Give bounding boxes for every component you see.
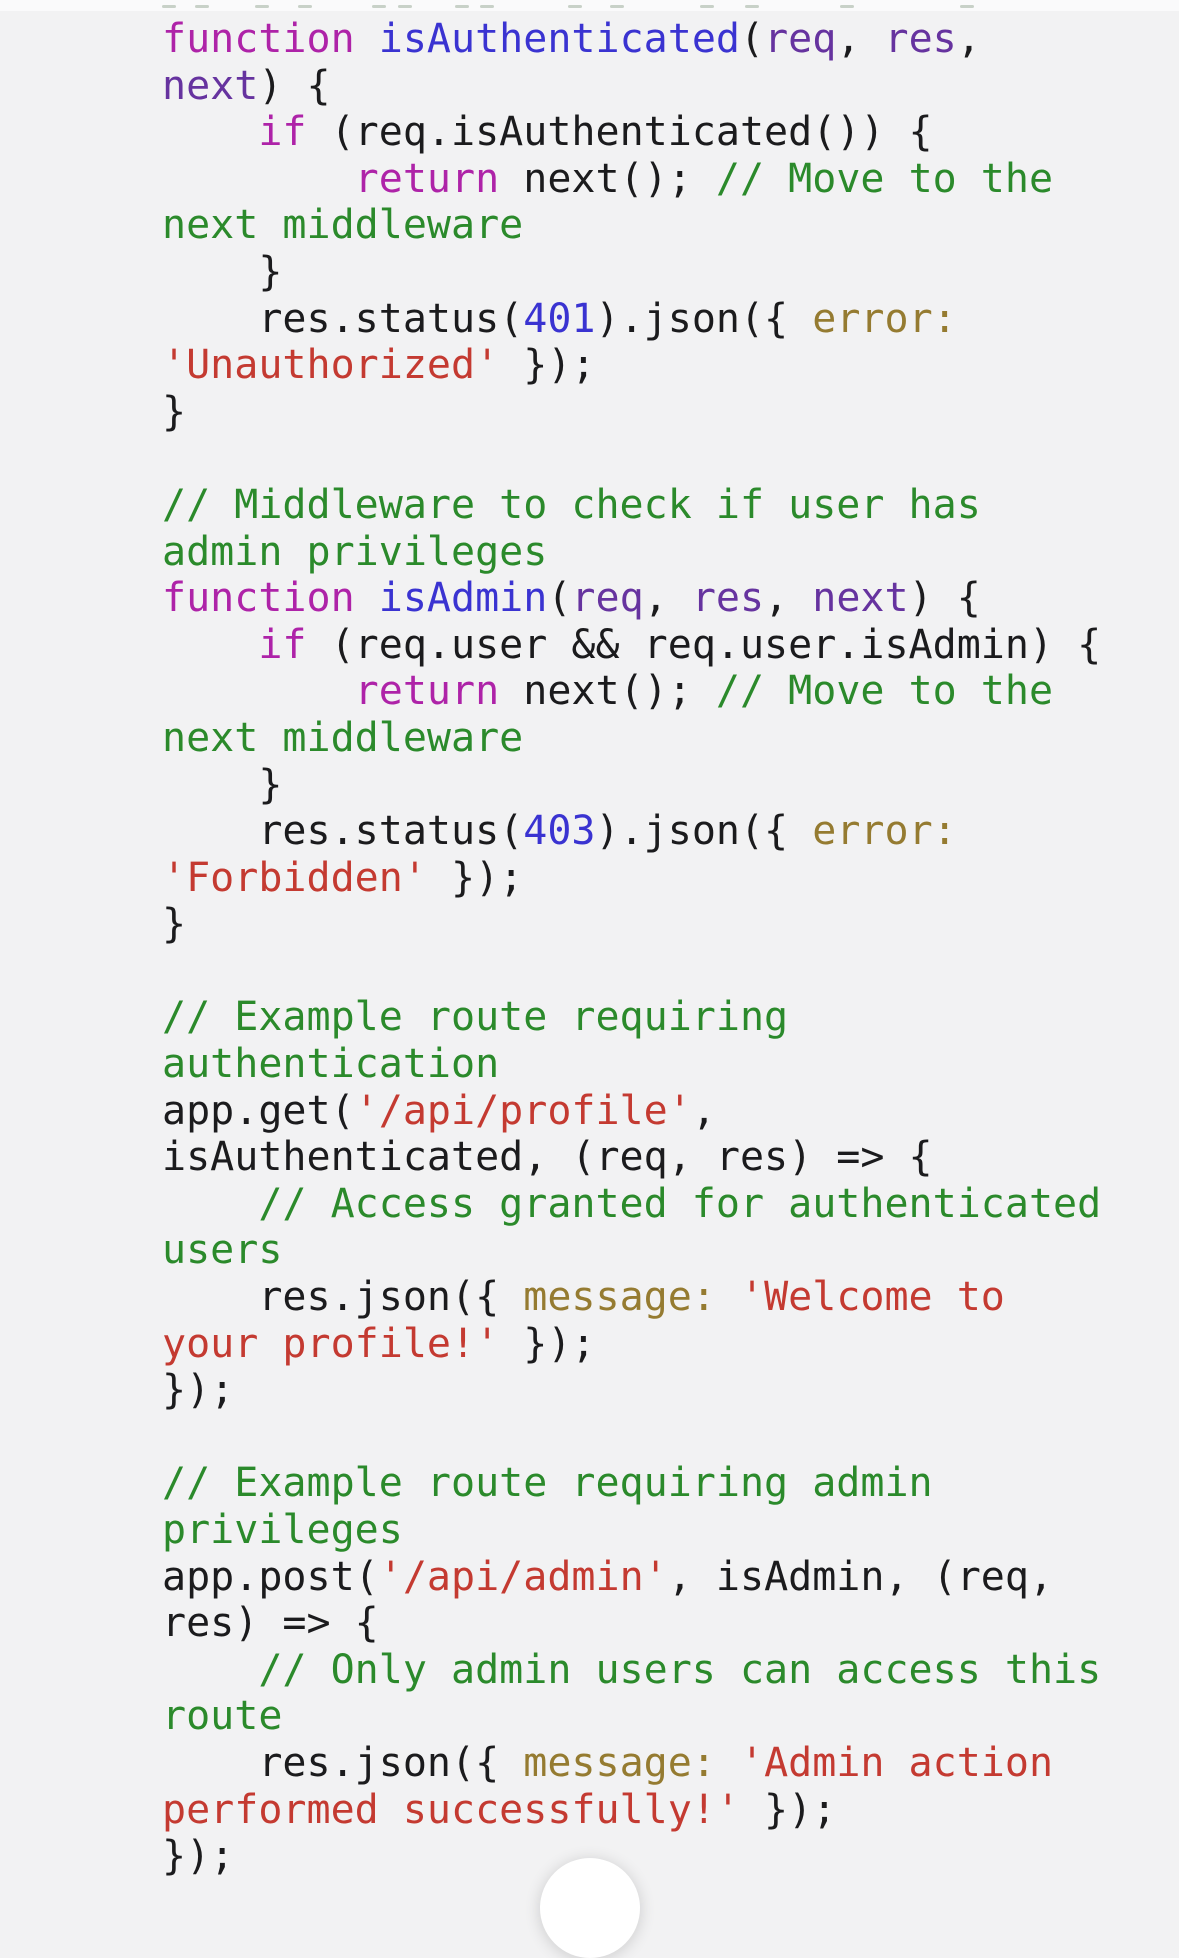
clipped-char-fragment bbox=[840, 5, 854, 8]
code-line: admin privileges bbox=[162, 528, 548, 575]
code-line: users bbox=[162, 1227, 283, 1274]
code-line: function isAdmin(req, res, next) { bbox=[162, 575, 981, 622]
code-line: // Access granted for authenticated bbox=[258, 1180, 1102, 1227]
scroll-to-bottom-button[interactable] bbox=[540, 1858, 640, 1958]
code-line bbox=[162, 435, 1101, 482]
code-line: } bbox=[162, 901, 187, 948]
clipped-char-fragment bbox=[700, 5, 714, 8]
clipped-char-fragment bbox=[480, 5, 494, 8]
code-line bbox=[162, 948, 1101, 995]
code-line: // Only admin users can access this bbox=[258, 1646, 1102, 1693]
code-line: // Example route requiring admin bbox=[162, 1460, 933, 1507]
code-line: performed successfully!' }); bbox=[162, 1786, 837, 1833]
code-line: authentication bbox=[162, 1041, 500, 1088]
code-line: } bbox=[162, 248, 283, 295]
code-line: if (req.user && req.user.isAdmin) { bbox=[258, 621, 1102, 668]
clipped-char-fragment bbox=[568, 5, 582, 8]
code-line: res.status(401).json({ error: bbox=[162, 295, 957, 342]
code-line: 'Forbidden' }); bbox=[162, 854, 524, 901]
code-line: your profile!' }); bbox=[162, 1320, 596, 1367]
code-line: 'Unauthorized' }); bbox=[162, 342, 596, 389]
clipped-char-fragment bbox=[455, 5, 469, 8]
clipped-char-fragment bbox=[960, 5, 974, 8]
code-line: res) => { bbox=[162, 1600, 379, 1647]
code-line bbox=[162, 1414, 1101, 1461]
code-line: route bbox=[162, 1693, 283, 1740]
code-line: return next(); // Move to the bbox=[354, 668, 1054, 715]
code-line: next middleware bbox=[162, 202, 524, 249]
clipped-char-fragment bbox=[745, 5, 759, 8]
code-line: isAuthenticated, (req, res) => { bbox=[162, 1134, 933, 1181]
code-line: app.get('/api/profile', bbox=[162, 1087, 716, 1134]
clipped-char-fragment bbox=[195, 5, 209, 8]
clipped-char-fragment bbox=[255, 5, 269, 8]
code-line: function isAuthenticated(req, res, bbox=[162, 16, 981, 62]
code-line: // Middleware to check if user has bbox=[162, 481, 981, 528]
code-line: }); bbox=[162, 1367, 235, 1414]
code-line: } bbox=[162, 761, 283, 808]
code-line: // Example route requiring bbox=[162, 994, 789, 1041]
code-line: app.post('/api/admin', isAdmin, (req, bbox=[162, 1553, 1054, 1600]
code-line: return next(); // Move to the bbox=[354, 155, 1054, 202]
clipped-char-fragment bbox=[372, 5, 386, 8]
code-line: } bbox=[162, 388, 187, 435]
top-blur-strip bbox=[0, 0, 1179, 11]
clipped-char-fragment bbox=[162, 5, 176, 8]
code-line: next) { bbox=[162, 62, 331, 109]
code-line: res.json({ message: 'Welcome to bbox=[162, 1274, 1005, 1321]
code-line: res.json({ message: 'Admin action bbox=[162, 1739, 1054, 1786]
code-line: if (req.isAuthenticated()) { bbox=[258, 109, 933, 156]
clipped-char-fragment bbox=[298, 5, 312, 8]
clipped-char-fragment bbox=[398, 5, 412, 8]
code-line: res.status(403).json({ error: bbox=[162, 808, 957, 855]
code-block[interactable]: function isAuthenticated(req, res,next) … bbox=[162, 16, 1101, 1880]
code-line: privileges bbox=[162, 1507, 403, 1553]
clipped-char-fragment bbox=[610, 5, 624, 8]
code-line: next middleware bbox=[162, 714, 524, 761]
code-line: }); bbox=[162, 1833, 235, 1880]
